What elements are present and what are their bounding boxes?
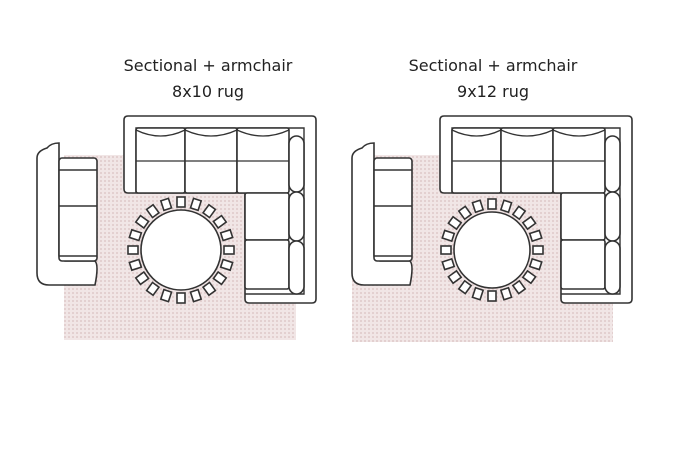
chair xyxy=(457,205,473,221)
chair xyxy=(511,279,527,295)
chair xyxy=(521,215,537,231)
chair xyxy=(223,245,235,255)
seat-cushion xyxy=(560,239,606,290)
armchair xyxy=(351,142,413,286)
armchair xyxy=(36,142,98,286)
chair xyxy=(159,288,173,303)
chair xyxy=(159,197,173,212)
chair xyxy=(176,196,186,208)
chair xyxy=(189,288,203,303)
chair xyxy=(134,270,150,286)
chair xyxy=(128,228,143,242)
armchair-back xyxy=(351,142,413,286)
back-cushion xyxy=(500,129,554,137)
panel-title: Sectional + armchair xyxy=(123,56,293,75)
chair xyxy=(511,205,527,221)
chair xyxy=(134,214,150,230)
chair xyxy=(471,199,485,214)
layout-panel xyxy=(36,115,317,340)
panel-left-labels: Sectional + armchair 8x10 rug xyxy=(88,53,328,105)
chair xyxy=(499,286,513,301)
chair xyxy=(145,281,161,297)
table-top xyxy=(140,209,222,291)
seat-cushion xyxy=(560,192,606,241)
chair xyxy=(447,215,463,231)
back-cushion xyxy=(184,129,238,137)
chair xyxy=(127,245,139,255)
rug-size-label: 9x12 rug xyxy=(457,82,529,101)
back-cushion xyxy=(135,129,186,137)
chair xyxy=(528,229,543,243)
chair xyxy=(487,198,497,210)
back-cushion xyxy=(288,240,305,295)
panel-right-labels: Sectional + armchair 9x12 rug xyxy=(373,53,613,105)
chair xyxy=(447,269,463,285)
chair xyxy=(176,292,186,304)
back-cushion xyxy=(552,129,606,137)
chair xyxy=(441,229,456,243)
sectional-sofa xyxy=(123,115,317,304)
round-table xyxy=(127,196,235,304)
chair xyxy=(441,257,456,271)
chair xyxy=(487,290,497,302)
chair xyxy=(201,203,217,219)
chair xyxy=(189,197,203,212)
back-cushion xyxy=(288,191,305,242)
chair xyxy=(219,258,234,272)
seat-cushion xyxy=(244,239,290,290)
rug-size-label: 8x10 rug xyxy=(172,82,244,101)
chair xyxy=(499,199,513,214)
armchair-seat xyxy=(373,157,413,262)
chair xyxy=(440,245,452,255)
armchair-back xyxy=(36,142,98,286)
table-top xyxy=(453,211,531,289)
chair xyxy=(457,279,473,295)
back-cushion xyxy=(604,240,621,295)
chair xyxy=(528,257,543,271)
sectional-sofa xyxy=(439,115,633,304)
back-cushion xyxy=(236,129,290,137)
armchair-seat xyxy=(58,157,98,262)
round-table xyxy=(440,198,544,302)
chair xyxy=(212,214,228,230)
layout-panel xyxy=(351,115,633,342)
back-cushion xyxy=(451,129,502,137)
chair xyxy=(201,281,217,297)
chair xyxy=(128,258,143,272)
back-cushion xyxy=(604,191,621,242)
chair xyxy=(532,245,544,255)
back-cushion xyxy=(288,135,305,193)
chair xyxy=(521,269,537,285)
seat-cushion xyxy=(244,192,290,241)
chair xyxy=(219,228,234,242)
panel-title: Sectional + armchair xyxy=(408,56,578,75)
back-cushion xyxy=(604,135,621,193)
chair xyxy=(471,286,485,301)
chair xyxy=(145,203,161,219)
chair xyxy=(212,270,228,286)
